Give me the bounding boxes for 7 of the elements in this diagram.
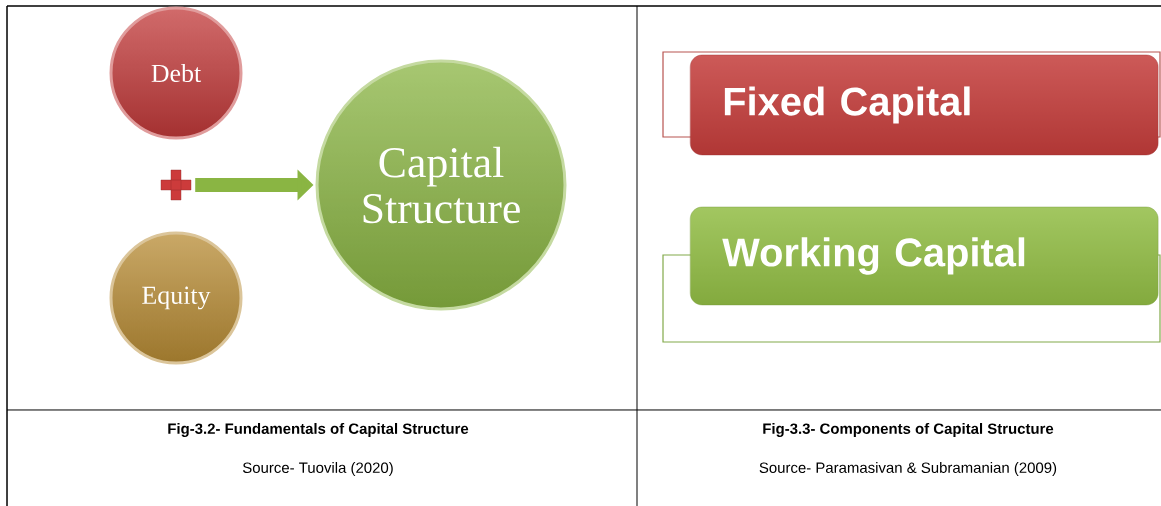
- source-note: Source- Tuovila (2020): [242, 462, 393, 476]
- process-bar: Working Capital: [662, 206, 1161, 343]
- source-note: Source- Paramasivan & Subramanian (2009): [759, 462, 1057, 476]
- caption-title: Fig-3.3- Components of Capital Structure: [763, 423, 1054, 437]
- process-bar: Fixed Capital: [662, 51, 1161, 156]
- caption-title: Fig-3.2- Fundamentals of Capital Structure: [168, 423, 469, 437]
- plus-sign: [160, 169, 192, 201]
